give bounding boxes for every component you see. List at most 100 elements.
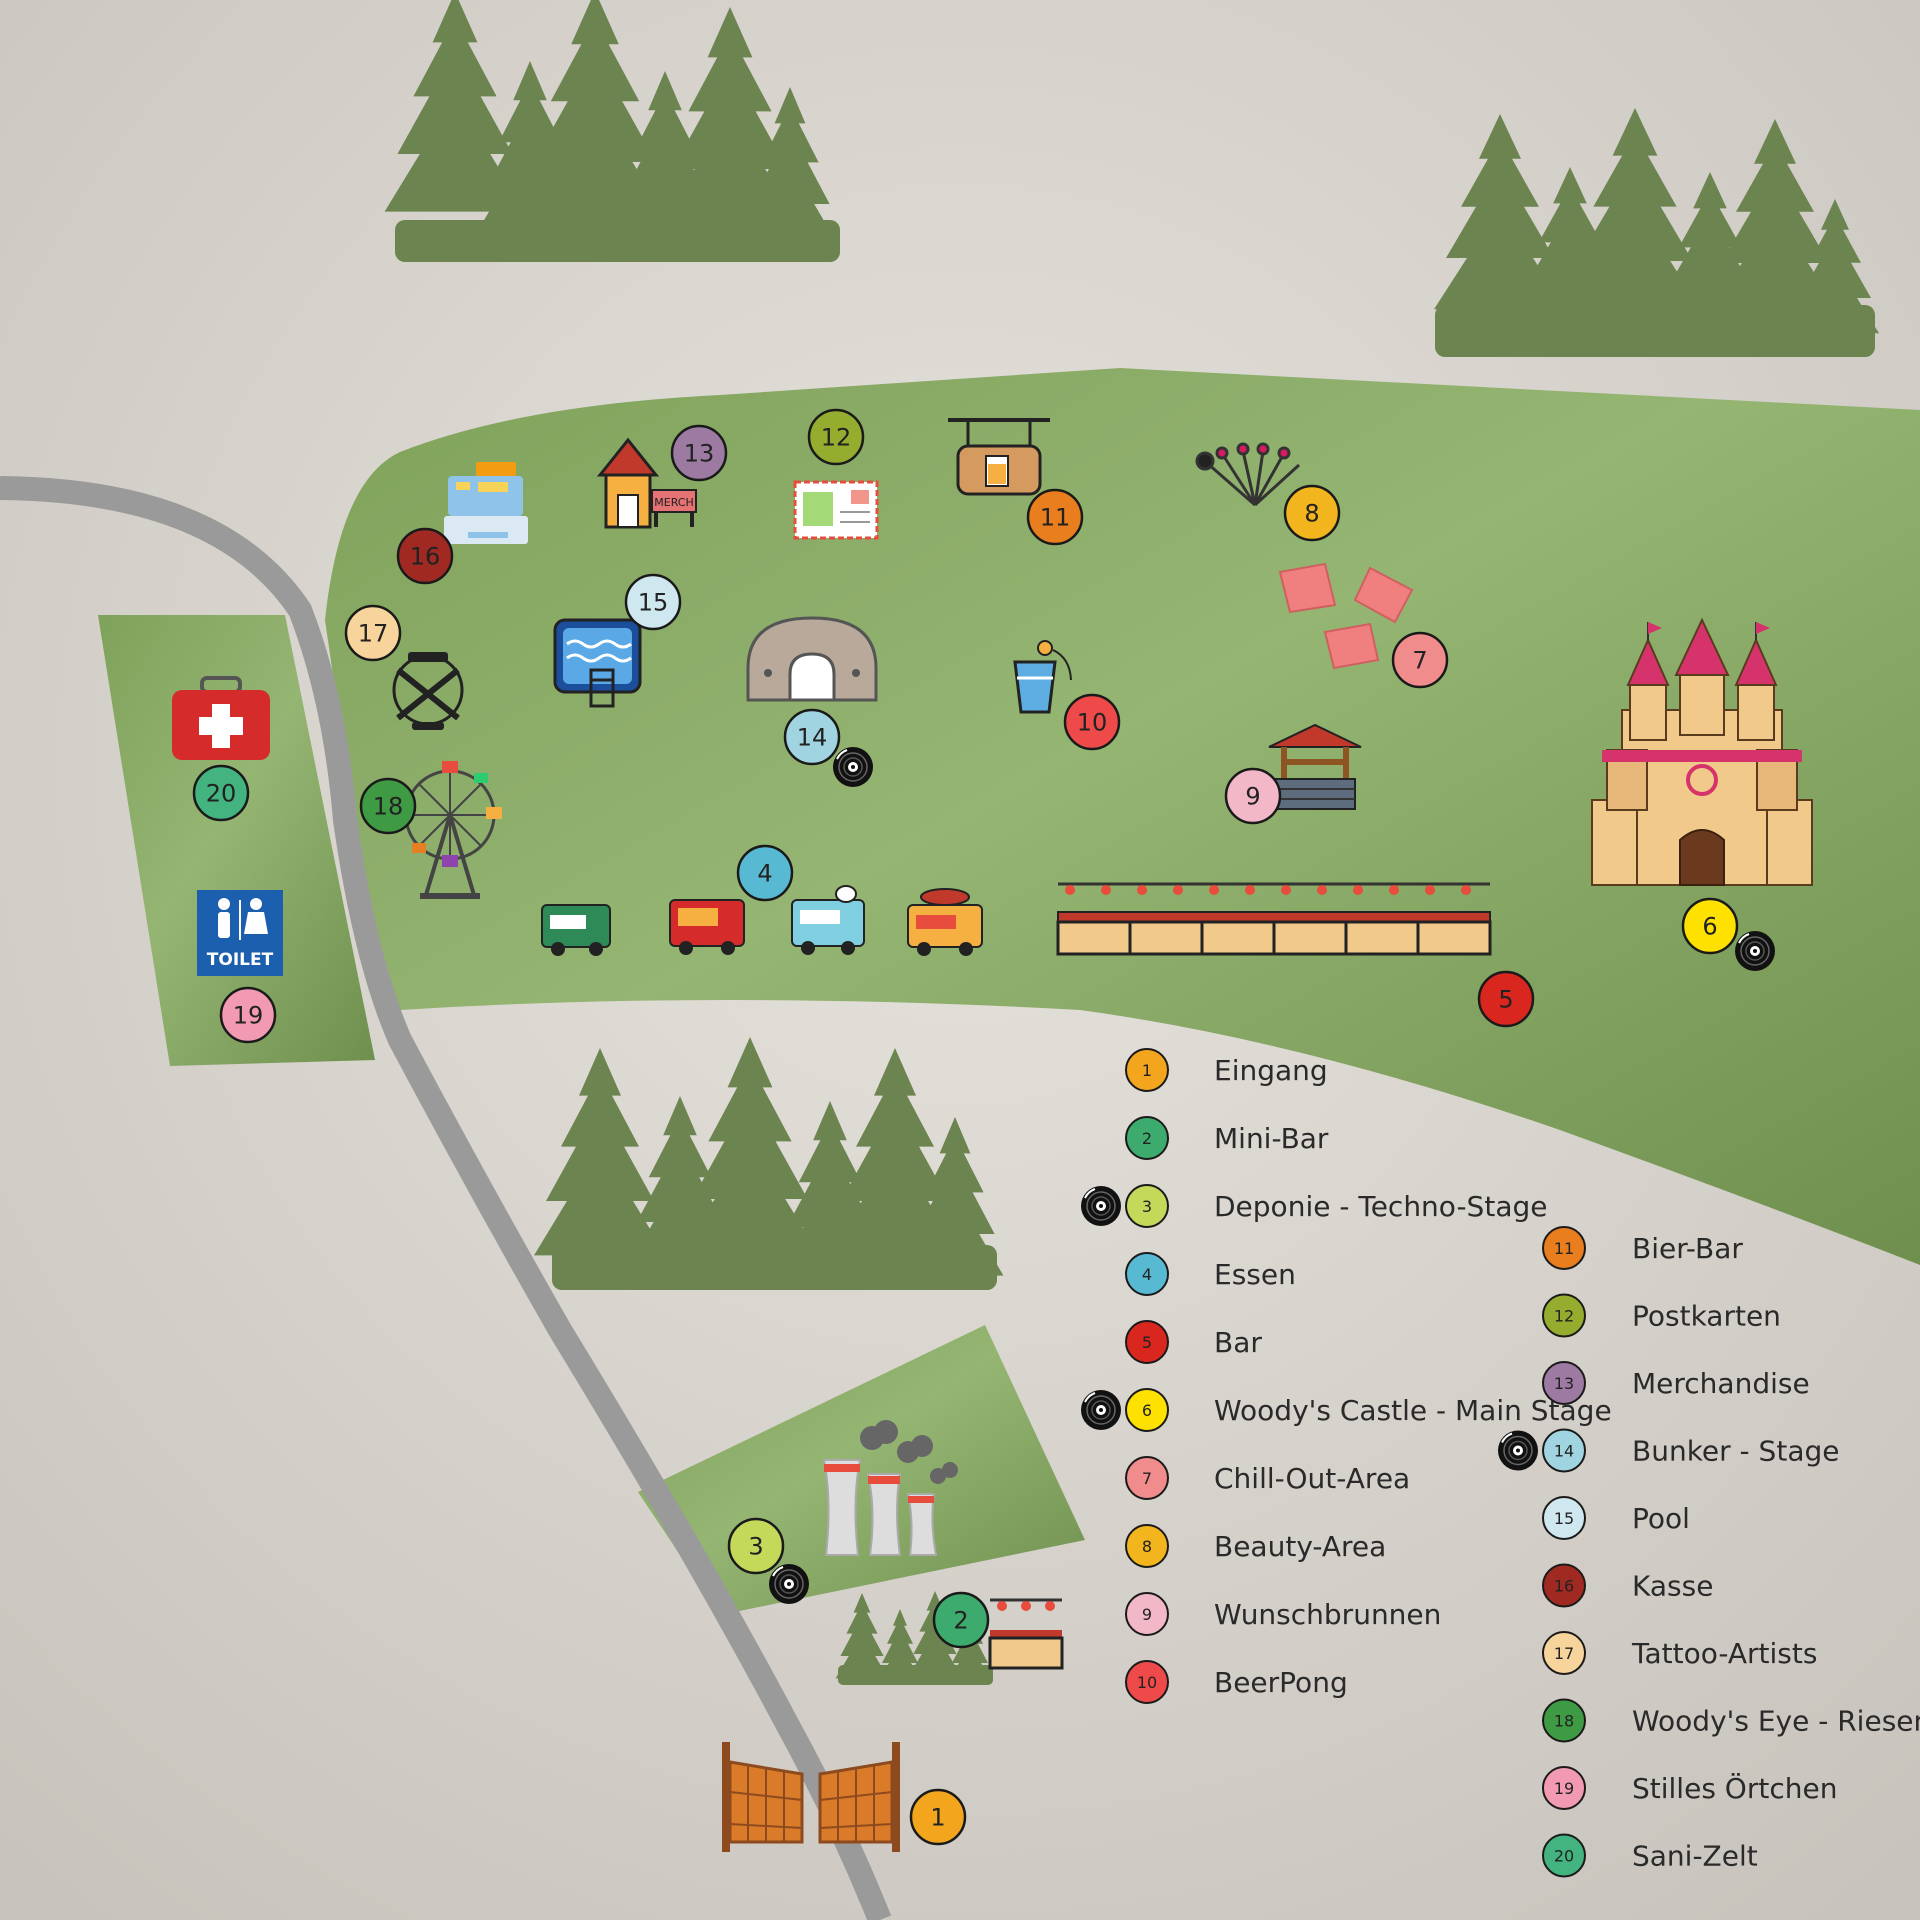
food-truck-green-icon [541, 904, 611, 956]
map-marker-1-number: 1 [930, 1804, 945, 1832]
map-marker-12-number: 12 [821, 424, 852, 452]
legend-badge [1542, 1496, 1586, 1540]
map-marker-15-circle [624, 573, 682, 631]
main-field [325, 368, 1920, 1265]
legend-badge-number: 11 [1554, 1239, 1574, 1258]
beer-pong-cup-icon [1013, 640, 1072, 714]
legend-badge-number: 4 [1142, 1265, 1152, 1284]
legend-badge [1125, 1252, 1169, 1296]
map-marker-20-circle [192, 764, 250, 822]
map-marker-8: 8 [1283, 484, 1341, 542]
map-marker-10-circle [1063, 693, 1121, 751]
legend-label: Tattoo-Artists [1631, 1637, 1817, 1670]
legend-item-11: 11 Bier-Bar [1542, 1226, 1743, 1270]
legend-badge-number: 3 [1142, 1197, 1152, 1216]
map-marker-5-circle [1477, 970, 1535, 1028]
legend-label: Sani-Zelt [1632, 1840, 1758, 1873]
legend-label: Eingang [1214, 1054, 1328, 1087]
legend-badge-number: 5 [1142, 1333, 1152, 1352]
map-marker-10-number: 10 [1077, 709, 1108, 737]
map-marker-2-number: 2 [953, 1607, 968, 1635]
map-marker-7-circle [1391, 631, 1449, 689]
legend-badge [1542, 1563, 1586, 1608]
food-truck-hotdog-icon [907, 888, 983, 956]
map-marker-5: 5 [1477, 970, 1535, 1028]
map-marker-17: 17 [344, 604, 402, 662]
map-marker-4-circle [736, 844, 794, 902]
map-marker-19-circle [219, 986, 277, 1044]
map-marker-13-circle [670, 424, 728, 482]
toilet-sign-icon: TOILET [197, 890, 283, 976]
map-marker-11-circle [1026, 488, 1084, 546]
map-marker-9: 9 [1224, 767, 1282, 825]
merch-house-icon: MERCH [596, 437, 697, 529]
legend-badge-number: 2 [1142, 1129, 1152, 1148]
legend-label: Merchandise [1632, 1367, 1810, 1400]
legend-badge-number: 12 [1554, 1307, 1574, 1326]
legend-badge-number: 16 [1554, 1577, 1574, 1596]
legend-badge [1125, 1320, 1169, 1364]
map-marker-6-circle [1681, 897, 1739, 955]
map-marker-5-number: 5 [1498, 986, 1513, 1014]
legend-badge-number: 13 [1554, 1374, 1574, 1393]
vinyl-disc-icon [1497, 1429, 1539, 1472]
legend-badge-number: 14 [1554, 1442, 1574, 1461]
map-marker-1-circle [909, 1788, 967, 1846]
legend-label: Woody's Eye - Riesenrad [1632, 1705, 1920, 1738]
entrance-gate-icon [722, 1742, 900, 1852]
pool-icon [553, 618, 642, 708]
legend-badge [1125, 1660, 1169, 1704]
legend-label: Essen [1214, 1258, 1296, 1291]
map-marker-7: 7 [1391, 631, 1449, 689]
map-marker-13-number: 13 [684, 440, 715, 468]
legend-badge [1125, 1116, 1169, 1160]
map-marker-16-circle [396, 527, 454, 585]
service-field [98, 615, 375, 1066]
map-marker-20-number: 20 [206, 780, 237, 808]
vinyl-disc-icon [1734, 930, 1776, 972]
map-marker-2-circle [932, 1591, 990, 1649]
legend-badge-number: 10 [1137, 1673, 1157, 1692]
map-marker-18-number: 18 [373, 793, 404, 821]
legend-badge-number: 19 [1554, 1779, 1574, 1798]
legend-badge [1542, 1226, 1586, 1270]
legend-label: Stilles Örtchen [1632, 1771, 1837, 1805]
food-trucks-group [541, 885, 983, 956]
legend-badge-number: 20 [1554, 1847, 1574, 1866]
legend-label: Bier-Bar [1632, 1232, 1743, 1265]
road [0, 476, 892, 1920]
legend-badge [1542, 1698, 1586, 1743]
map-marker-10: 10 [1063, 693, 1121, 751]
legend-label: Deponie - Techno-Stage [1214, 1190, 1547, 1223]
legend-label: Pool [1632, 1502, 1690, 1535]
makeup-brushes-icon [1195, 442, 1301, 507]
forest-small [835, 1591, 993, 1685]
legend-badge [1125, 1184, 1169, 1228]
legend-item-13: 13 Merchandise [1542, 1361, 1810, 1405]
legend-badge [1542, 1631, 1586, 1675]
map-marker-2: 2 [932, 1591, 990, 1649]
legend-label: Postkarten [1632, 1300, 1781, 1333]
legend-item-19: 19 Stilles Örtchen [1542, 1766, 1837, 1810]
legend-badge [1542, 1361, 1586, 1405]
map-marker-16-number: 16 [410, 543, 441, 571]
map-marker-3-number: 3 [748, 1533, 763, 1561]
legend-label: Wunschbrunnen [1214, 1598, 1441, 1631]
legend-label: Woody's Castle - Main Stage [1214, 1394, 1612, 1427]
castle-icon [1591, 617, 1813, 886]
map-marker-3-circle [727, 1517, 785, 1575]
legend-item-20: 20 Sani-Zelt [1542, 1833, 1758, 1878]
legend-badge [1542, 1428, 1586, 1473]
map-marker-16: 16 [396, 527, 454, 585]
